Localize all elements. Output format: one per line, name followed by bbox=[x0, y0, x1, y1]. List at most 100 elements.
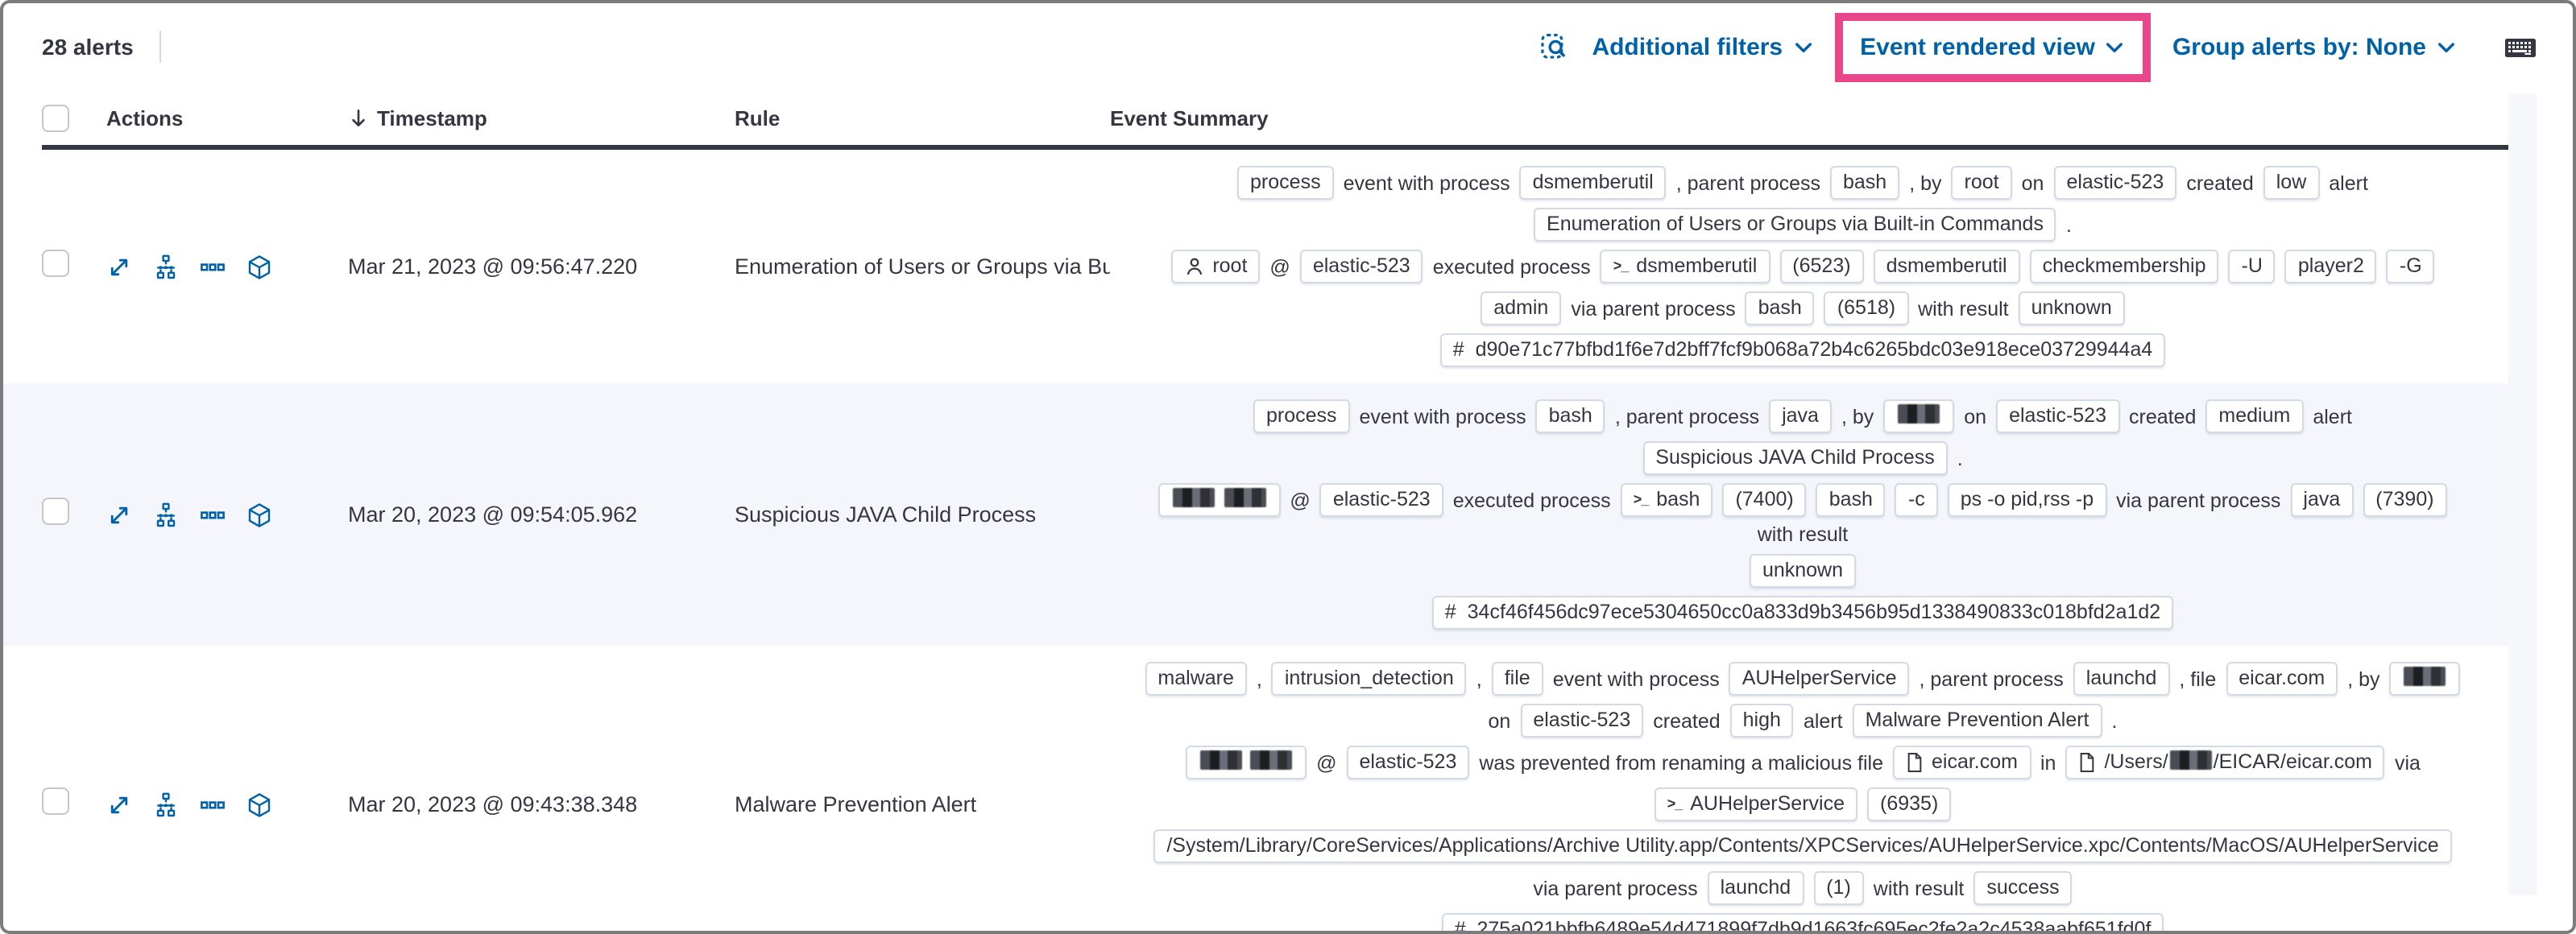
more-actions-button[interactable] bbox=[200, 502, 226, 527]
event-summary-badge: high bbox=[1729, 704, 1794, 738]
session-view-button[interactable] bbox=[246, 791, 272, 817]
redacted-text bbox=[2169, 750, 2212, 770]
event-summary-line: process event with process bash , parent pr… bbox=[1253, 399, 2352, 433]
badge-label: (6518) bbox=[1837, 296, 1896, 319]
expand-alert-button[interactable] bbox=[106, 502, 132, 527]
event-summary-text: . bbox=[2111, 709, 2118, 732]
alerts-toolbar: 28 alerts Additional filters bbox=[3, 3, 2573, 90]
event-summary-text: event with process bbox=[1359, 405, 1526, 428]
event-summary-text: created bbox=[1653, 709, 1721, 732]
event-summary-badge: eicar.com bbox=[1893, 746, 2031, 779]
header-event-summary: Event Summary bbox=[1110, 105, 1269, 130]
event-summary-text: on bbox=[2021, 172, 2044, 194]
event-summary-badge: dsmemberutil bbox=[1873, 250, 2020, 283]
additional-filters-button[interactable]: Additional filters bbox=[1592, 33, 1813, 60]
row-checkbox[interactable] bbox=[42, 497, 69, 524]
session-view-icon bbox=[248, 792, 271, 816]
row-checkbox[interactable] bbox=[42, 787, 69, 814]
header-timestamp[interactable]: Timestamp bbox=[348, 105, 735, 130]
expand-alert-button[interactable] bbox=[106, 791, 132, 817]
expand-alert-button[interactable] bbox=[106, 254, 132, 279]
event-summary-badge: >_dsmemberutil bbox=[1600, 250, 1770, 283]
keyboard-shortcuts-button[interactable] bbox=[2504, 33, 2537, 60]
inspect-button[interactable] bbox=[1539, 32, 1568, 61]
event-summary-text: via parent process bbox=[1533, 877, 1698, 899]
event-summary-text: via parent process bbox=[2116, 489, 2281, 511]
event-summary-badge bbox=[2389, 662, 2461, 696]
event-summary-badge: bash bbox=[1816, 483, 1886, 517]
analyzer-button[interactable] bbox=[153, 791, 179, 817]
terminal-prompt-icon: >_ bbox=[1633, 491, 1650, 507]
badge-label: root bbox=[1964, 171, 1999, 193]
more-actions-button[interactable] bbox=[200, 791, 226, 817]
event-summary-badge: elastic-523 bbox=[2053, 166, 2177, 200]
badge-label: Suspicious JAVA Child Process bbox=[1655, 446, 1935, 469]
event-summary-badge: player2 bbox=[2284, 250, 2377, 283]
event-summary-badge: Enumeration of Users or Groups via Built… bbox=[1534, 208, 2056, 242]
expand-alert-icon bbox=[110, 258, 128, 275]
highlight-box: Event rendered view bbox=[1834, 12, 2151, 81]
event-summary-badge: intrusion_detection bbox=[1271, 662, 1467, 696]
badge-label: process bbox=[1265, 404, 1337, 427]
event-summary-badge: admin bbox=[1481, 291, 1562, 325]
analyzer-button[interactable] bbox=[153, 254, 179, 279]
event-summary-text: on bbox=[1964, 405, 1987, 428]
event-summary-text: , parent process bbox=[1614, 405, 1760, 428]
badge-label: elastic-523 bbox=[1312, 254, 1410, 277]
event-summary-badge: unknown bbox=[1749, 554, 1857, 588]
badge-label: -U bbox=[2241, 254, 2263, 277]
event-summary-badge bbox=[1158, 483, 1281, 517]
scrollbar-track[interactable] bbox=[2508, 93, 2537, 895]
more-actions-icon bbox=[201, 800, 225, 808]
badge-label: /System/Library/CoreServices/Application… bbox=[1166, 834, 2439, 857]
event-summary-badge: eicar.com bbox=[2226, 662, 2338, 696]
event-summary-badge: elastic-523 bbox=[1996, 399, 2119, 433]
event-summary-badge: process bbox=[1237, 166, 1334, 200]
analyzer-button[interactable] bbox=[153, 502, 179, 527]
redacted-text bbox=[1898, 404, 1940, 424]
terminal-prompt-icon: >_ bbox=[1667, 796, 1684, 812]
event-summary-text: alert bbox=[2329, 172, 2368, 194]
event-summary-badge: unknown bbox=[2018, 291, 2125, 325]
hash-icon: # bbox=[1444, 601, 1456, 623]
redacted-text bbox=[1224, 488, 1266, 507]
more-actions-button[interactable] bbox=[200, 254, 226, 279]
select-all-checkbox[interactable] bbox=[42, 104, 69, 131]
view-selector-button[interactable]: Event rendered view bbox=[1860, 33, 2126, 60]
group-alerts-label: Group alerts by: None bbox=[2172, 33, 2426, 60]
badge-label: (6935) bbox=[1880, 792, 1939, 815]
event-summary-text: in bbox=[2040, 751, 2056, 774]
badge-label: bash bbox=[1656, 488, 1700, 510]
row-checkbox-cell bbox=[42, 497, 106, 532]
badge-label: bash bbox=[1548, 404, 1592, 427]
event-summary-badge: medium bbox=[2205, 399, 2304, 433]
row-actions bbox=[106, 502, 348, 527]
badge-label: eicar.com bbox=[1932, 750, 2018, 773]
event-summary-line: Enumeration of Users or Groups via Built… bbox=[1534, 208, 2072, 242]
session-view-button[interactable] bbox=[246, 502, 272, 527]
event-summary-badge: process bbox=[1253, 399, 1350, 433]
event-summary-badge: (7400) bbox=[1722, 483, 1807, 517]
session-view-button[interactable] bbox=[246, 254, 272, 279]
event-summary-text: executed process bbox=[1452, 489, 1611, 511]
expand-alert-icon bbox=[110, 506, 128, 523]
badge-label: dsmemberutil bbox=[1886, 254, 2007, 277]
terminal-prompt-icon: >_ bbox=[1613, 258, 1630, 274]
event-summary-text: with result bbox=[1918, 297, 2009, 320]
event-summary-line: #34cf46f456dc97ece5304650cc0a833d9b3456b… bbox=[1431, 596, 2174, 630]
event-summary-text: on bbox=[1488, 709, 1511, 732]
event-summary-badge: >_ bash bbox=[1620, 483, 1713, 517]
chevron-down-icon bbox=[1795, 42, 1812, 52]
event-summary-badge: ps -o pid,rss -p bbox=[1947, 483, 2107, 517]
group-alerts-button[interactable]: Group alerts by: None bbox=[2172, 33, 2457, 60]
hash-icon: # bbox=[1452, 338, 1464, 361]
badge-label: java bbox=[1782, 404, 1819, 427]
event-summary-badge: file bbox=[1491, 662, 1543, 696]
row-checkbox[interactable] bbox=[42, 249, 69, 276]
event-summary-line: unknown bbox=[1749, 554, 1857, 588]
